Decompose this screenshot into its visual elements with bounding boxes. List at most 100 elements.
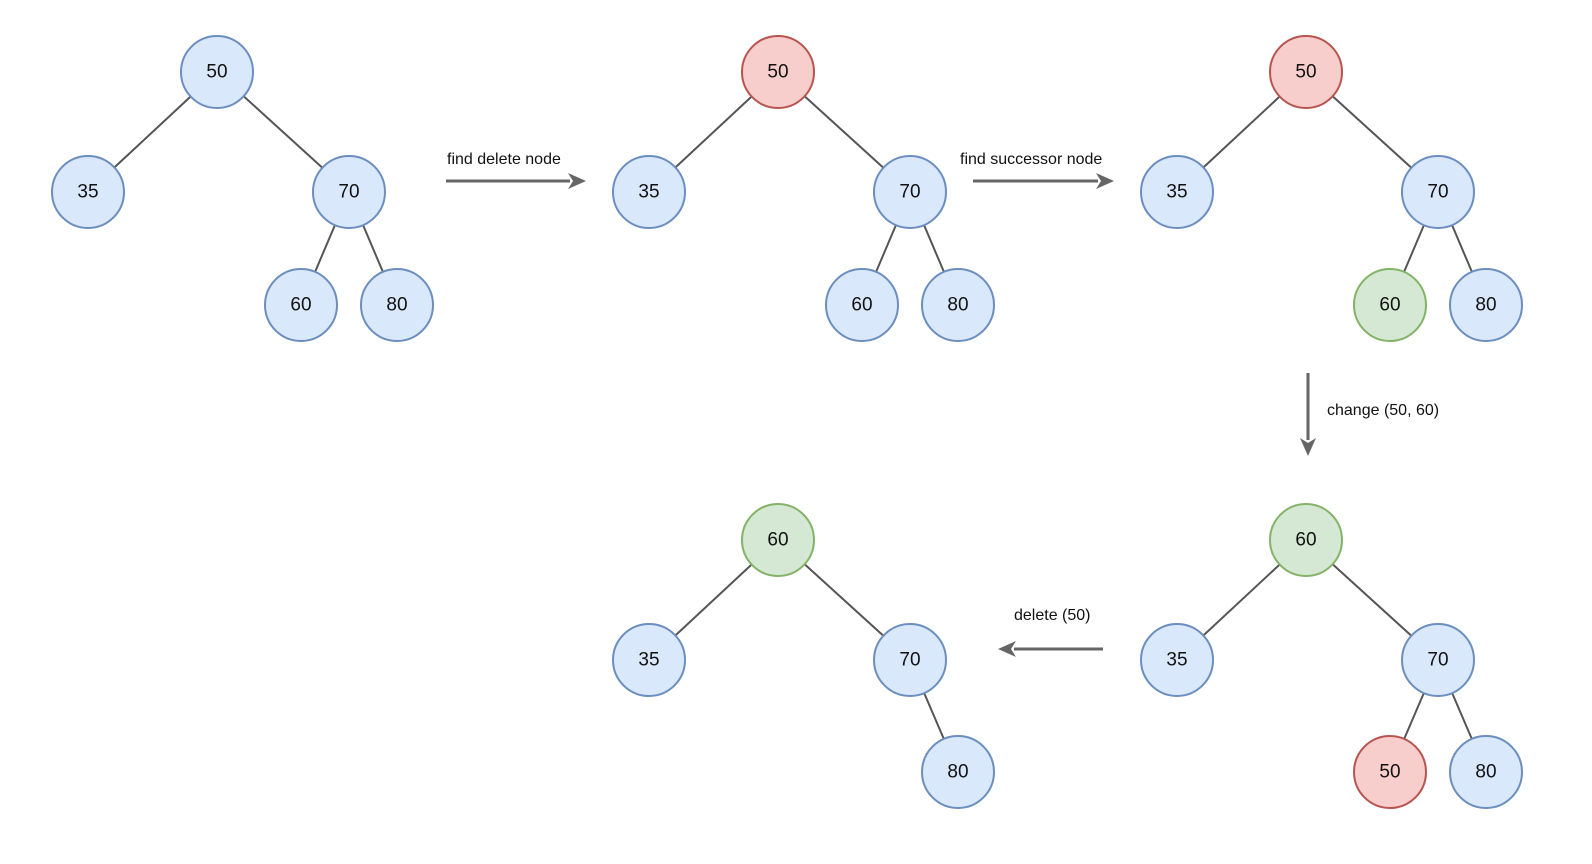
tree-edge	[362, 224, 384, 273]
node-value: 80	[386, 295, 407, 316]
tree-node-normal: 35	[51, 155, 125, 229]
node-value: 60	[1295, 530, 1316, 551]
tree-edge	[803, 95, 885, 169]
tree-edge	[803, 563, 885, 637]
node-circle	[360, 268, 434, 342]
node-value: 50	[1379, 762, 1400, 783]
node-circle	[1449, 735, 1523, 809]
step-arrow-delete: delete (50)	[998, 607, 1103, 657]
arrow-head-icon	[1300, 438, 1316, 456]
node-circle	[1353, 735, 1427, 809]
tree-edge	[1451, 224, 1473, 273]
tree-node-successor: 60	[1269, 503, 1343, 577]
node-value: 70	[899, 182, 920, 203]
tree-node-normal: 35	[612, 155, 686, 229]
node-value: 50	[206, 62, 227, 83]
tree-edge	[1202, 563, 1281, 637]
tree-node-normal: 70	[873, 623, 947, 697]
node-value: 35	[638, 650, 659, 671]
tree-swapped: 60 35 70 50 80	[1140, 503, 1523, 809]
tree-node-normal: 80	[1449, 735, 1523, 809]
node-circle	[1140, 623, 1214, 697]
node-circle	[312, 155, 386, 229]
tree-edge	[674, 563, 753, 637]
step-arrow-find-delete: find delete node	[446, 151, 586, 189]
tree-node-normal: 60	[264, 268, 338, 342]
node-value: 60	[290, 295, 311, 316]
node-circle	[1269, 503, 1343, 577]
tree-node-normal: 70	[1401, 623, 1475, 697]
step-label: delete (50)	[1014, 607, 1091, 624]
node-value: 80	[947, 762, 968, 783]
node-value: 80	[1475, 762, 1496, 783]
node-circle	[1353, 268, 1427, 342]
node-circle	[1401, 623, 1475, 697]
step-label: find successor node	[960, 151, 1102, 168]
step-arrow-change: change (50, 60)	[1300, 373, 1439, 456]
tree-edge	[1331, 95, 1413, 169]
node-value: 70	[1427, 182, 1448, 203]
node-circle	[1140, 155, 1214, 229]
tree-node-normal: 80	[1449, 268, 1523, 342]
node-value: 80	[947, 295, 968, 316]
tree-original: 50 35 70 60 80	[51, 35, 434, 342]
tree-edge	[1202, 95, 1281, 169]
node-circle	[873, 155, 947, 229]
tree-found-successor: 50 35 70 60 80	[1140, 35, 1523, 342]
node-circle	[741, 35, 815, 109]
node-value: 35	[1166, 650, 1187, 671]
tree-node-normal: 35	[1140, 155, 1214, 229]
step-label: find delete node	[447, 151, 561, 168]
node-value: 70	[899, 650, 920, 671]
node-circle	[264, 268, 338, 342]
tree-node-normal: 35	[1140, 623, 1214, 697]
tree-result: 60 35 70 80	[612, 503, 995, 809]
node-value: 60	[767, 530, 788, 551]
node-circle	[1449, 268, 1523, 342]
node-value: 35	[638, 182, 659, 203]
node-value: 70	[1427, 650, 1448, 671]
tree-node-normal: 80	[360, 268, 434, 342]
tree-edge	[113, 95, 192, 169]
step-arrow-find-successor: find successor node	[960, 151, 1114, 189]
tree-node-normal: 70	[873, 155, 947, 229]
tree-node-delete: 50	[1269, 35, 1343, 109]
node-value: 70	[338, 182, 359, 203]
node-circle	[1401, 155, 1475, 229]
tree-edge	[1451, 692, 1473, 740]
node-circle	[612, 623, 686, 697]
tree-node-normal: 35	[612, 623, 686, 697]
tree-node-delete: 50	[1353, 735, 1427, 809]
arrow-head-icon	[1096, 173, 1114, 189]
node-value: 35	[1166, 182, 1187, 203]
node-circle	[180, 35, 254, 109]
tree-edge	[1331, 563, 1413, 637]
tree-edge	[923, 224, 945, 273]
tree-edge	[1403, 692, 1425, 740]
node-circle	[741, 503, 815, 577]
tree-node-delete: 50	[741, 35, 815, 109]
node-circle	[921, 268, 995, 342]
node-circle	[921, 735, 995, 809]
node-value: 50	[767, 62, 788, 83]
tree-edge	[314, 224, 336, 273]
tree-node-normal: 80	[921, 735, 995, 809]
node-circle	[825, 268, 899, 342]
tree-edge	[875, 224, 897, 273]
node-value: 50	[1295, 62, 1316, 83]
node-circle	[612, 155, 686, 229]
node-circle	[51, 155, 125, 229]
tree-edge	[674, 95, 753, 169]
node-value: 60	[851, 295, 872, 316]
node-value: 60	[1379, 295, 1400, 316]
step-label: change (50, 60)	[1327, 402, 1439, 419]
tree-edge	[242, 95, 324, 169]
tree-node-normal: 60	[825, 268, 899, 342]
tree-node-normal: 70	[312, 155, 386, 229]
node-value: 80	[1475, 295, 1496, 316]
tree-node-normal: 50	[180, 35, 254, 109]
tree-node-successor: 60	[741, 503, 815, 577]
tree-edge	[923, 692, 945, 740]
tree-node-normal: 70	[1401, 155, 1475, 229]
